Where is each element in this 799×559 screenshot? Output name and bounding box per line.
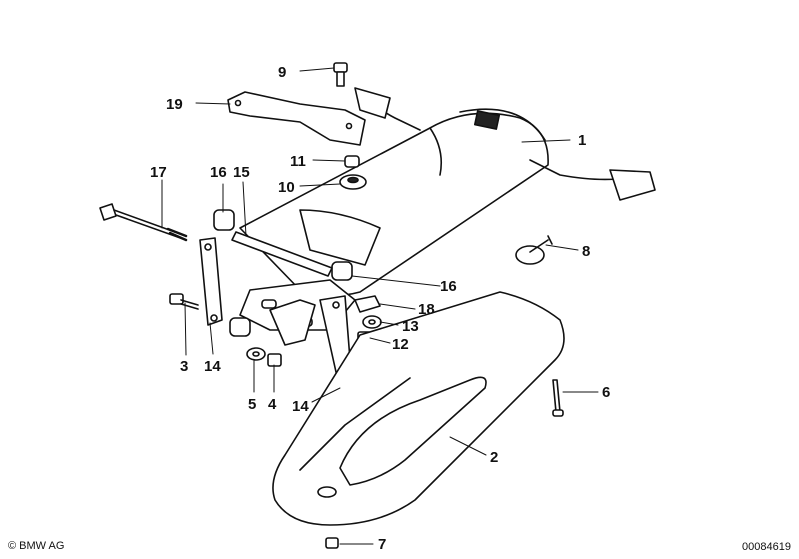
part-6-screw [552, 379, 564, 417]
document-number: 00084619 [742, 541, 791, 553]
part-16-bushing-right [331, 261, 353, 281]
callout-3: 3 [180, 358, 188, 375]
copyright-notice: © BMW AG [8, 540, 65, 552]
callout-13: 13 [402, 318, 419, 335]
part-14-link-left [199, 237, 223, 326]
part-17-long-bolt [99, 203, 188, 242]
part-2-trim-cover [272, 291, 565, 526]
part-9-bolt [333, 62, 348, 87]
callout-2: 2 [490, 449, 498, 466]
callout-14-right: 14 [292, 398, 309, 415]
callout-17: 17 [150, 164, 167, 181]
callout-16-left: 16 [210, 164, 227, 181]
callout-16-right: 16 [440, 278, 457, 295]
part-8-fitting [515, 235, 553, 265]
callout-9: 9 [278, 64, 286, 81]
callout-labels: 1 2 3 4 5 6 7 8 9 10 11 12 13 14 14 15 1… [150, 64, 610, 553]
callout-4: 4 [268, 396, 277, 413]
part-13-washer [362, 315, 382, 329]
part-16-bushing-left [213, 209, 235, 231]
callout-18: 18 [418, 301, 435, 318]
part-10-washer [339, 174, 367, 190]
callout-19: 19 [166, 96, 183, 113]
callout-5: 5 [248, 396, 256, 413]
part-5-washer [246, 347, 266, 361]
callout-15: 15 [233, 164, 250, 181]
part-7-clip [325, 537, 339, 549]
part-4-nut [267, 353, 282, 367]
callout-8: 8 [582, 243, 590, 260]
callout-7: 7 [378, 536, 386, 553]
part-3-bolt [169, 293, 199, 310]
callout-1: 1 [578, 132, 586, 149]
callout-6: 6 [602, 384, 610, 401]
leader-lines [161, 67, 599, 545]
part-19-bracket [227, 91, 366, 146]
part-18-clip [354, 295, 381, 313]
callout-10: 10 [278, 179, 295, 196]
callout-14-left: 14 [204, 358, 221, 375]
part-15-pin [231, 231, 333, 277]
callout-12: 12 [392, 336, 409, 353]
callout-11: 11 [290, 153, 306, 170]
part-11-nut [344, 155, 360, 168]
